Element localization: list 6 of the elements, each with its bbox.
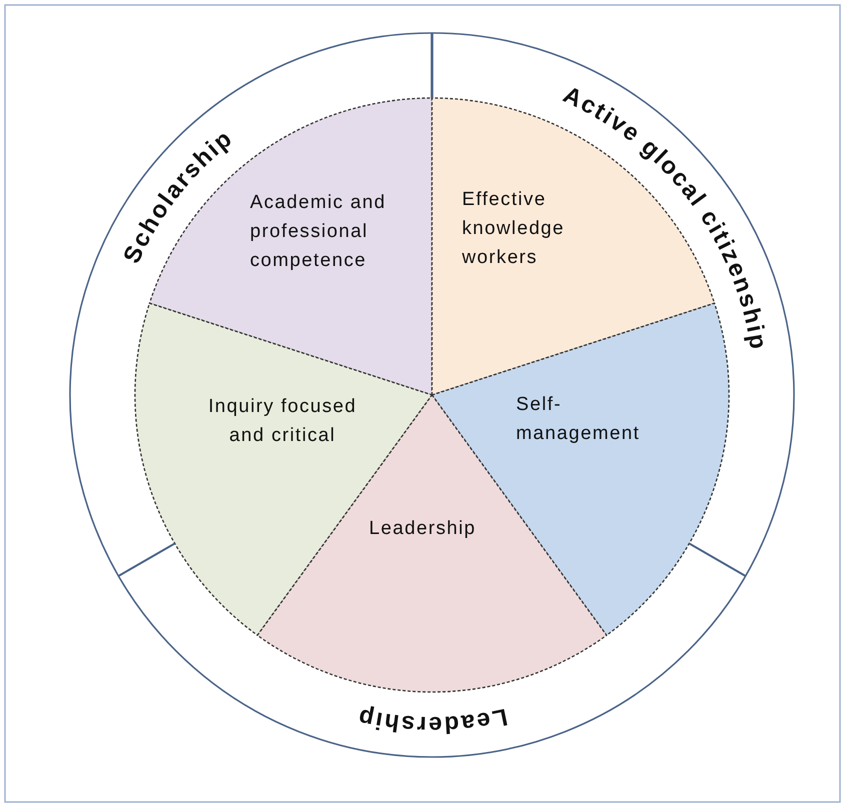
slice-label: Academic and professional competence — [250, 191, 388, 273]
slice-label: Leadership — [368, 517, 476, 541]
slice-label: Inquiry focused and critical — [207, 395, 358, 448]
slice-label: Effective knowledge workers — [462, 188, 566, 270]
slice-label: Self- management — [516, 393, 641, 446]
ring-label: Leadership — [354, 702, 510, 738]
